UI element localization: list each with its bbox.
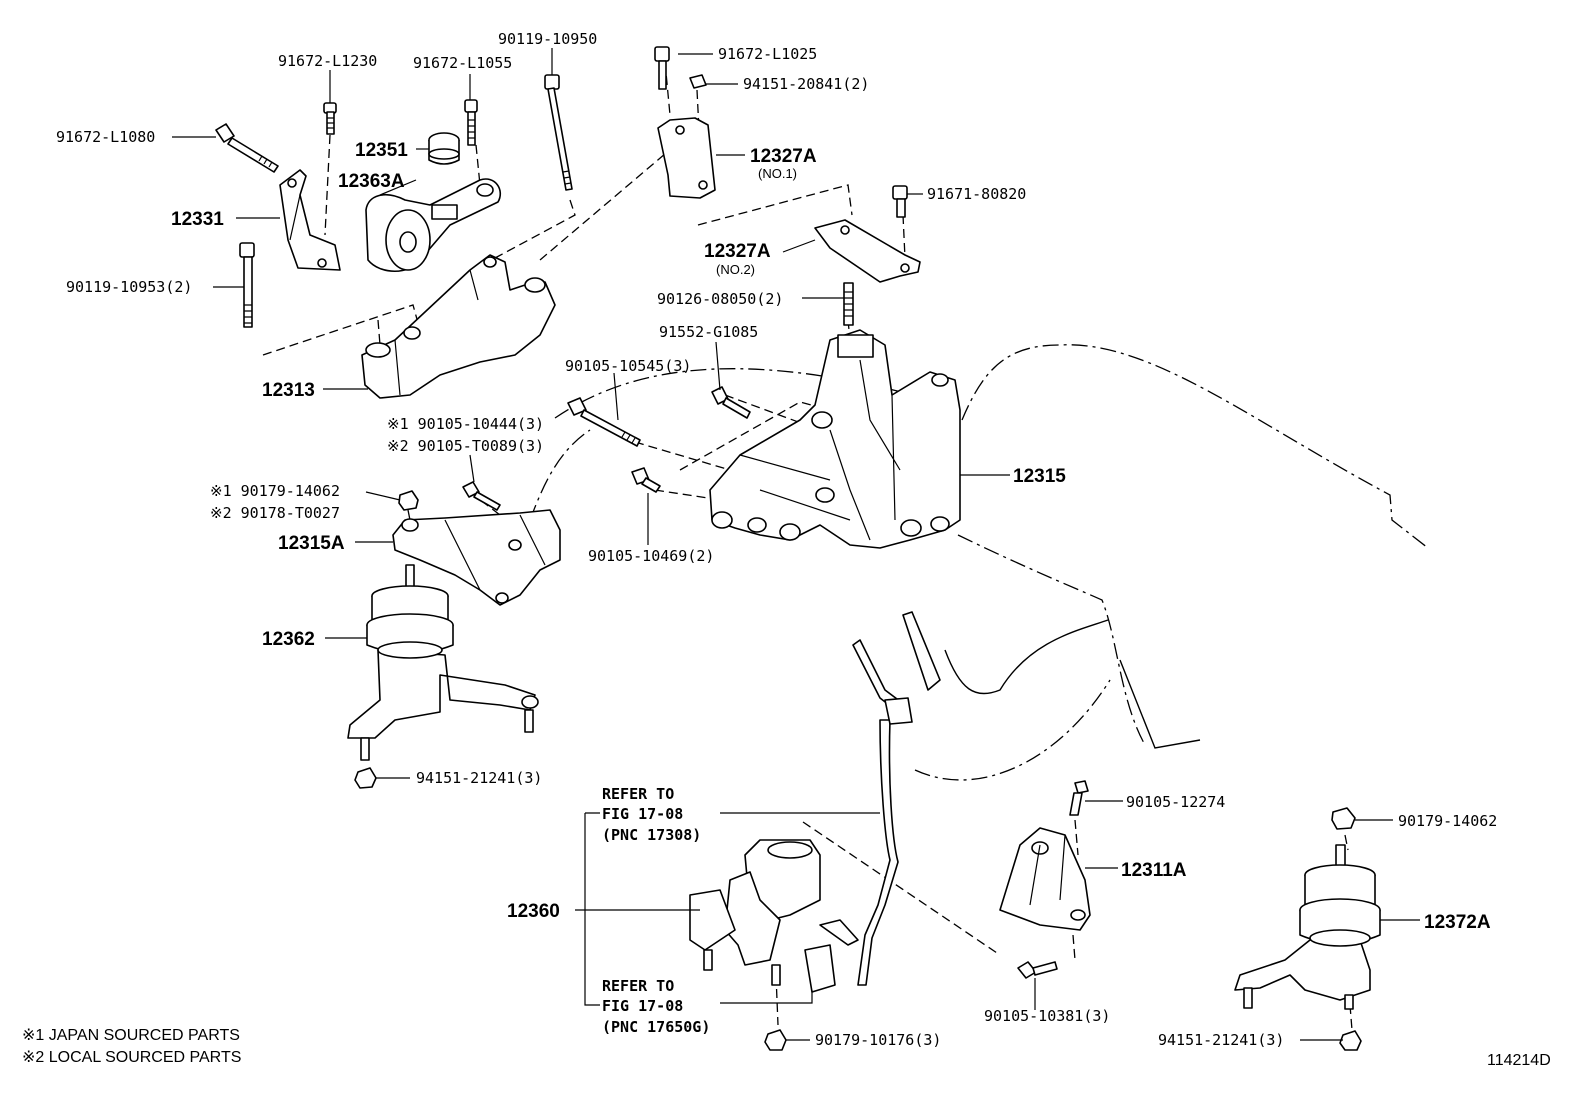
nut-94151-20841 <box>689 74 707 89</box>
label-91671-80820: 91671-80820 <box>927 185 1026 203</box>
label-90105-12274: 90105-12274 <box>1126 793 1225 811</box>
label-90105-10469: 90105-10469(2) <box>588 547 714 565</box>
label-refer2-line2: FIG 17-08 <box>602 997 683 1015</box>
label-90119-10950: 90119-10950 <box>498 30 597 48</box>
bolt-90119-10950 <box>544 74 573 191</box>
label-91672-L1080: 91672-L1080 <box>56 128 155 146</box>
label-90126-08050: 90126-08050(2) <box>657 290 783 308</box>
label-refer1-line2: FIG 17-08 <box>602 805 683 823</box>
part-labels: 91672-L1230 91672-L1055 90119-10950 9167… <box>56 30 1497 1049</box>
nut-90179-14062-right <box>1331 807 1356 830</box>
bolt-90105-10469 <box>631 467 661 493</box>
label-94151-20841: 94151-20841(2) <box>743 75 869 93</box>
leader-lines <box>172 48 1420 1041</box>
bolt-90119-10953 <box>239 242 255 328</box>
label-12331: 12331 <box>171 209 224 230</box>
insulator-12363A <box>365 178 502 272</box>
label-90179-10176: 90179-10176(3) <box>815 1031 941 1049</box>
label-90105-10381: 90105-10381(3) <box>984 1007 1110 1025</box>
nut-94151-21241-right <box>1339 1030 1362 1051</box>
label-90179-14062-a: ※1 90179-14062 <box>210 482 340 500</box>
bracket-12331 <box>279 169 341 271</box>
label-12311A: 12311A <box>1121 860 1187 881</box>
label-90119-10953: 90119-10953(2) <box>66 278 192 296</box>
label-94151-21241-b: 94151-21241(3) <box>1158 1031 1284 1049</box>
label-90105-T0089: ※2 90105-T0089(3) <box>387 437 544 455</box>
label-91672-L1230: 91672-L1230 <box>278 52 377 70</box>
bolt-90105-10545 <box>567 397 641 447</box>
nut-94151-21241-left <box>354 767 377 789</box>
label-90179-14062-b: 90179-14062 <box>1398 812 1497 830</box>
label-90178-T0027: ※2 90178-T0027 <box>210 504 340 522</box>
nut-90179-14062-upper <box>398 490 419 511</box>
label-12327A-no1: 12327A <box>750 146 817 167</box>
label-no1: (NO.1) <box>758 166 797 181</box>
nut-90179-10176 <box>764 1029 787 1051</box>
label-refer1-line1: REFER TO <box>602 785 674 803</box>
label-12315: 12315 <box>1013 466 1066 487</box>
label-refer2-line3: (PNC 17650G) <box>602 1018 710 1036</box>
bracket-12315 <box>709 329 961 549</box>
bolt-91672-L1230 <box>323 102 337 135</box>
bolt-91552-G1085 <box>711 386 751 419</box>
note-japan-sourced: ※1 JAPAN SOURCED PARTS <box>22 1027 240 1044</box>
stud-90126-08050 <box>843 282 854 326</box>
label-12372A: 12372A <box>1424 912 1491 933</box>
bracket-12327A-no2 <box>814 219 921 283</box>
label-12362: 12362 <box>262 629 315 650</box>
label-12363A: 12363A <box>338 171 405 192</box>
note-local-sourced: ※2 LOCAL SOURCED PARTS <box>22 1049 241 1066</box>
figure-id: 114214D <box>1487 1052 1551 1069</box>
stopper-12351 <box>428 132 460 165</box>
label-no2: (NO.2) <box>716 262 755 277</box>
label-12315A: 12315A <box>278 533 345 554</box>
bolt-90105-10381 <box>1017 961 1058 979</box>
bolt-91671-80820 <box>892 185 908 218</box>
label-12327A-no2: 12327A <box>704 241 771 262</box>
bolt-90105-12274 <box>1069 780 1089 816</box>
bolt-90105-T0089 <box>462 481 501 511</box>
label-refer2-line1: REFER TO <box>602 977 674 995</box>
label-12360: 12360 <box>507 901 560 922</box>
control-valve-12360 <box>689 839 859 993</box>
mount-12362 <box>347 564 539 761</box>
bolt-91672-L1025 <box>654 46 670 90</box>
bracket-12315A <box>392 509 561 606</box>
bracket-12313 <box>361 254 556 399</box>
label-91672-L1055: 91672-L1055 <box>413 54 512 72</box>
mount-12372A <box>1234 844 1381 1010</box>
label-refer1-line3: (PNC 17308) <box>602 826 701 844</box>
label-90105-10545: 90105-10545(3) <box>565 357 691 375</box>
label-91672-L1025: 91672-L1025 <box>718 45 817 63</box>
label-94151-21241-a: 94151-21241(3) <box>416 769 542 787</box>
bracket-12327A-no1 <box>657 117 716 199</box>
bracket-12311A <box>999 827 1091 931</box>
footnotes: ※1 JAPAN SOURCED PARTS ※2 LOCAL SOURCED … <box>22 1027 241 1066</box>
bolt-91672-L1055 <box>464 99 478 146</box>
label-12313: 12313 <box>262 380 315 401</box>
label-90105-10444: ※1 90105-10444(3) <box>387 415 544 433</box>
label-91552-G1085: 91552-G1085 <box>659 323 758 341</box>
vacuum-hose <box>852 611 941 986</box>
bolt-91672-L1080 <box>215 123 279 173</box>
label-12351: 12351 <box>355 140 408 161</box>
